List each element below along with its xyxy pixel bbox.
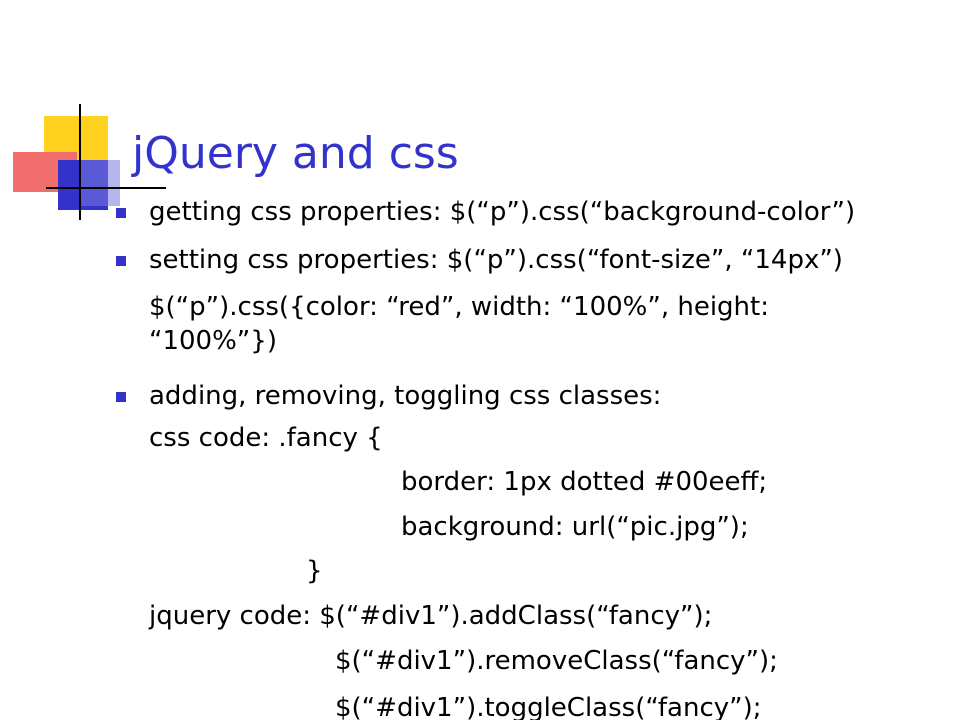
text-line-toggleclass: $(“#div1”).toggleClass(“fancy”); bbox=[335, 693, 762, 720]
text-line-css-object: $(“p”).css({color: “red”, width: “100%”,… bbox=[149, 292, 769, 322]
text-line-border: border: 1px dotted #00eeff; bbox=[401, 467, 768, 497]
text-line-close-brace: } bbox=[306, 556, 323, 586]
text-line-getting-css: getting css properties: $(“p”).css(“back… bbox=[149, 197, 856, 227]
bullet-square-icon bbox=[116, 256, 126, 266]
text-line-removeclass: $(“#div1”).removeClass(“fancy”); bbox=[335, 646, 778, 676]
text-line-background: background: url(“pic.jpg”); bbox=[401, 512, 749, 542]
slide-title: jQuery and css bbox=[132, 128, 459, 179]
logo-horizontal-line bbox=[46, 187, 166, 189]
bullet-square-icon bbox=[116, 392, 126, 402]
text-line-css-object-cont: “100%”}) bbox=[149, 326, 277, 356]
text-line-setting-css: setting css properties: $(“p”).css(“font… bbox=[149, 245, 843, 275]
logo-vertical-line bbox=[79, 104, 81, 220]
text-line-css-code: css code: .fancy { bbox=[149, 423, 383, 453]
bullet-square-icon bbox=[116, 208, 126, 218]
text-line-classes: adding, removing, toggling css classes: bbox=[149, 381, 662, 411]
logo-blue-shade bbox=[80, 160, 120, 206]
text-line-addclass: jquery code: $(“#div1”).addClass(“fancy”… bbox=[149, 601, 713, 631]
